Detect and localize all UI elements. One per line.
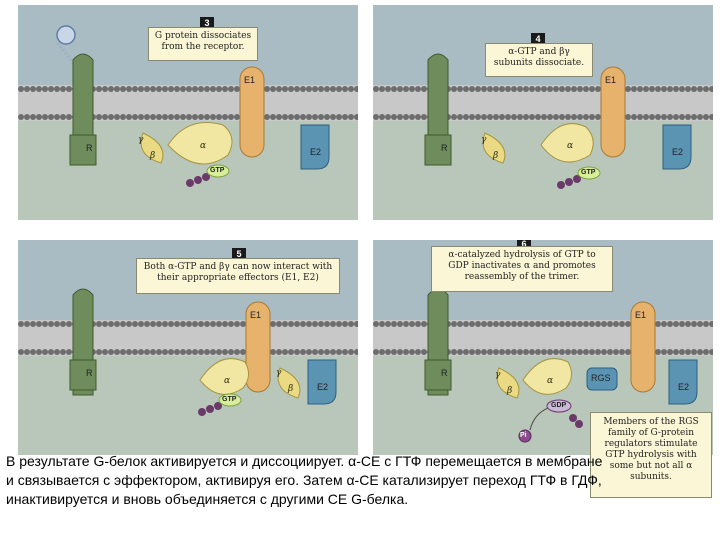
effector-e1 [600, 66, 626, 158]
e1-label: E1 [250, 310, 262, 320]
e2-label: E2 [310, 147, 322, 157]
gdp-icon [546, 399, 572, 413]
membrane [373, 85, 713, 121]
pi-icon [518, 429, 532, 443]
g-beta-gamma [496, 367, 520, 399]
gtp-label: GTP [581, 169, 596, 176]
gamma-label: γ [481, 135, 487, 145]
gtp-icon [577, 166, 601, 180]
receptor-label: R [86, 143, 93, 153]
g-alpha-subunit [167, 122, 233, 165]
g-alpha-subunit [540, 123, 594, 163]
e1-label: E1 [244, 75, 256, 85]
callout-box: α-GTP and βγ subunits dissociate. [485, 43, 593, 77]
callout-box: G protein dissociates from the receptor. [148, 27, 258, 61]
beta-label: β [507, 386, 513, 396]
membrane [18, 320, 358, 356]
rgs-note-box: Members of the RGS family of G-protein r… [590, 412, 712, 498]
effector-e2 [662, 124, 692, 170]
receptor-label: R [441, 143, 448, 153]
e1-label: E1 [605, 75, 617, 85]
step-number: 5 [232, 248, 246, 260]
e2-label: E2 [672, 147, 684, 157]
gtp-icon [218, 393, 242, 407]
gtp-label: GTP [210, 167, 225, 174]
effector-e2 [300, 124, 330, 170]
gtp-label: GTP [222, 396, 237, 403]
beta-label: β [150, 151, 156, 161]
gamma-label: γ [495, 370, 501, 380]
effector-e2 [668, 359, 698, 405]
membrane [18, 85, 358, 121]
g-alpha-subunit [522, 358, 572, 395]
g-alpha-subunit [199, 358, 249, 395]
receptor-label: R [86, 368, 93, 378]
g-beta-gamma [140, 132, 164, 164]
rgs-label: RGS [591, 373, 611, 383]
alpha-label: α [567, 141, 574, 151]
pi-label: Pi [520, 432, 527, 439]
e2-label: E2 [678, 382, 690, 392]
gdp-label: GDP [551, 402, 567, 409]
panel-step-3: 3 G protein dissociates from the recepto… [18, 5, 358, 220]
e1-label: E1 [635, 310, 647, 320]
step-number: 4 [531, 33, 545, 45]
effector-e1 [630, 301, 656, 393]
effector-e1 [239, 66, 265, 158]
caption-text: В результате G-белок активируется и дисс… [6, 453, 603, 507]
rgs-protein [586, 367, 618, 391]
effector-e2 [307, 359, 337, 405]
gtp-icon [206, 164, 230, 178]
effector-e1 [245, 301, 271, 393]
receptor-label: R [441, 368, 448, 378]
e2-label: E2 [317, 382, 329, 392]
callout-box: α-catalyzed hydrolysis of GTP to GDP ina… [431, 246, 613, 292]
g-beta-gamma [482, 132, 506, 164]
alpha-label: α [547, 376, 554, 386]
ligand-icon [56, 25, 76, 45]
panel-step-5: 5 Both α-GTP and βγ can now interact wit… [18, 240, 358, 455]
callout-box: Both α-GTP and βγ can now interact with … [136, 258, 340, 294]
beta-label: β [493, 151, 499, 161]
beta-label: β [288, 384, 294, 394]
alpha-label: α [224, 376, 231, 386]
alpha-label: α [200, 141, 207, 151]
gamma-label: γ [138, 135, 144, 145]
gamma-label: γ [276, 368, 282, 378]
panel-step-4: 4 α-GTP and βγ subunits dissociate. R E1… [373, 5, 713, 220]
step-number: 3 [200, 17, 214, 29]
membrane [373, 320, 713, 356]
g-beta-gamma [277, 367, 301, 399]
step-number: 6 [517, 240, 531, 250]
panel-4-illustration [373, 5, 713, 220]
